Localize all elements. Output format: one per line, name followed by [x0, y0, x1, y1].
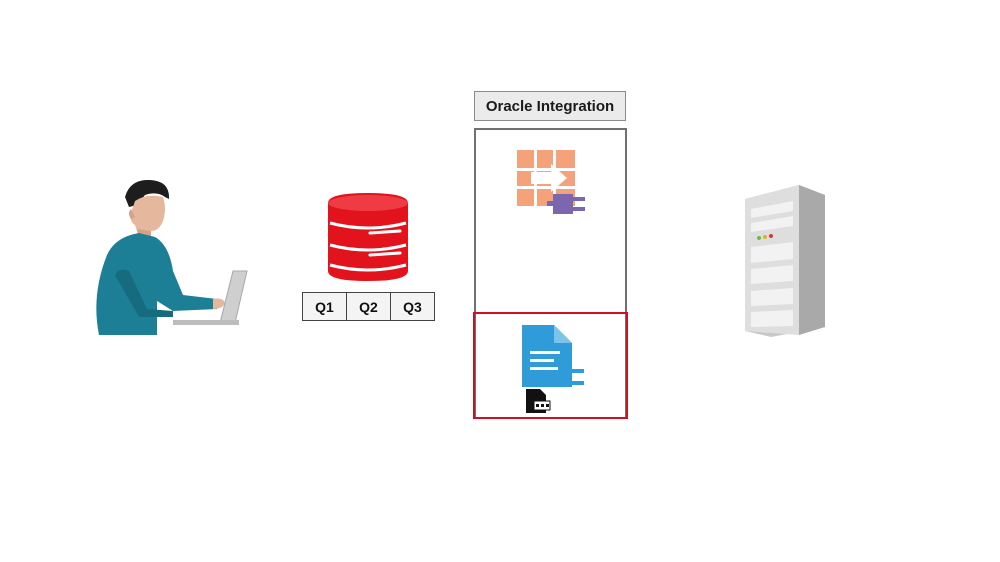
person-with-laptop-icon	[96, 179, 248, 335]
integration-adapter-icon	[517, 150, 585, 214]
queue-cell: Q3	[403, 298, 422, 315]
oracle-integration-title: Oracle Integration	[474, 91, 626, 121]
file-adapter-icon	[522, 325, 584, 413]
queue-cell: Q1	[303, 293, 347, 320]
oracle-database-icon	[328, 193, 408, 281]
queue: Q1 Q2 Q3	[302, 292, 435, 321]
file-adapter-highlight	[473, 312, 628, 419]
server-tower-icon	[745, 185, 825, 337]
queue-cell: Q2	[347, 293, 391, 320]
